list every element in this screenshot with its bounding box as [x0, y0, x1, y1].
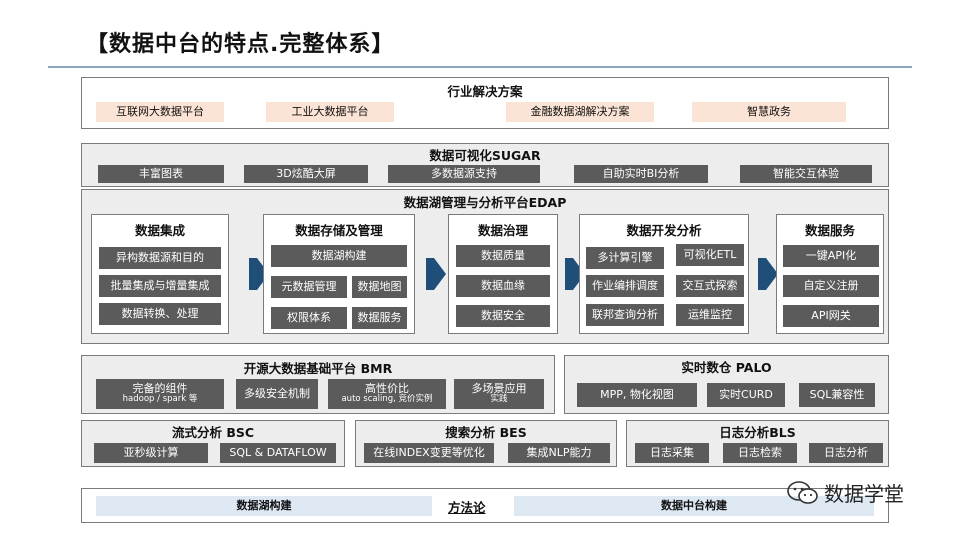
dev-item-federated[interactable]: 联邦查询分析 [586, 304, 664, 326]
dev-item-multi-engine[interactable]: 多计算引擎 [586, 247, 664, 269]
sugar-item-3d-screen[interactable]: 3D炫酷大屏 [244, 165, 368, 183]
sugar-item-bi[interactable]: 自助实时BI分析 [574, 165, 708, 183]
dev-item-monitoring[interactable]: 运维监控 [676, 304, 744, 326]
integration-item-transform[interactable]: 数据转换、处理 [99, 303, 221, 325]
palo-item-sql[interactable]: SQL兼容性 [799, 383, 875, 407]
bls-title: 日志分析BLS [719, 425, 796, 440]
sugar-item-multi-source[interactable]: 多数据源支持 [388, 165, 540, 183]
industry-item-finance[interactable]: 金融数据湖解决方案 [506, 102, 654, 122]
edap-integration-box: 数据集成 异构数据源和目的 批量集成与增量集成 数据转换、处理 [91, 214, 229, 334]
bes-item-index[interactable]: 在线INDEX变更等优化 [364, 443, 494, 463]
methodology-lake-build[interactable]: 数据湖构建 [96, 496, 432, 516]
governance-item-lineage[interactable]: 数据血缘 [456, 275, 550, 297]
bmr-item-cost-label: 高性价比 [365, 381, 409, 395]
methodology-midplatform-build[interactable]: 数据中台构建 [514, 496, 874, 516]
storage-item-permission[interactable]: 权限体系 [271, 307, 347, 329]
methodology-title: 方法论 [448, 500, 486, 515]
industry-item-industrial[interactable]: 工业大数据平台 [266, 102, 394, 122]
sugar-item-charts[interactable]: 丰富图表 [98, 165, 224, 183]
sugar-item-interaction[interactable]: 智能交互体验 [740, 165, 872, 183]
storage-item-lake-build[interactable]: 数据湖构建 [271, 245, 407, 267]
bes-title: 搜索分析 BES [445, 425, 527, 440]
sugar-title: 数据可视化SUGAR [429, 148, 541, 163]
bls-panel: 日志分析BLS 日志采集 日志检索 日志分析 [626, 420, 889, 467]
dev-item-scheduling[interactable]: 作业编排调度 [586, 275, 664, 297]
governance-item-quality[interactable]: 数据质量 [456, 245, 550, 267]
industry-item-government[interactable]: 智慧政务 [692, 102, 846, 122]
bls-item-search[interactable]: 日志检索 [723, 443, 797, 463]
edap-devanalysis-title: 数据开发分析 [626, 223, 702, 238]
methodology-panel: 数据湖构建 方法论 数据中台构建 [81, 488, 889, 523]
storage-item-data-map[interactable]: 数据地图 [352, 276, 407, 298]
bls-item-analysis[interactable]: 日志分析 [809, 443, 883, 463]
dev-item-visual-etl[interactable]: 可视化ETL [676, 244, 744, 266]
storage-item-data-service[interactable]: 数据服务 [352, 307, 407, 329]
industry-item-internet[interactable]: 互联网大数据平台 [96, 102, 224, 122]
bmr-item-components[interactable]: 完备的组件 hadoop / spark 等 [96, 379, 224, 409]
service-item-custom-register[interactable]: 自定义注册 [783, 275, 879, 297]
service-item-api-gateway[interactable]: API网关 [783, 305, 879, 327]
edap-service-title: 数据服务 [804, 223, 855, 238]
palo-panel: 实时数仓 PALO MPP, 物化视图 实时CURD SQL兼容性 [564, 355, 889, 414]
integration-item-heterogeneous[interactable]: 异构数据源和目的 [99, 247, 221, 269]
edap-integration-title: 数据集成 [134, 223, 185, 238]
bes-panel: 搜索分析 BES 在线INDEX变更等优化 集成NLP能力 [355, 420, 617, 467]
edap-devanalysis-box: 数据开发分析 多计算引擎 可视化ETL 作业编排调度 交互式探索 联邦查询分析 … [579, 214, 749, 334]
bmr-item-cost-sub: auto scaling, 竞价实例 [341, 394, 433, 405]
edap-service-box: 数据服务 一键API化 自定义注册 API网关 [776, 214, 884, 334]
chevron-right-icon [426, 258, 446, 290]
bsc-title: 流式分析 BSC [171, 425, 255, 440]
bmr-title: 开源大数据基础平台 BMR [243, 361, 393, 376]
bes-item-nlp[interactable]: 集成NLP能力 [508, 443, 610, 463]
watermark: 数据学堂 [786, 478, 904, 507]
bmr-item-security[interactable]: 多级安全机制 [236, 379, 318, 409]
edap-storage-box: 数据存储及管理 数据湖构建 元数据管理 数据地图 权限体系 数据服务 [263, 214, 415, 334]
edap-storage-title: 数据存储及管理 [295, 223, 383, 238]
industry-solutions-title: 行业解决方案 [447, 84, 523, 99]
bsc-panel: 流式分析 BSC 亚秒级计算 SQL & DATAFLOW [81, 420, 345, 467]
palo-item-mpp[interactable]: MPP, 物化视图 [577, 383, 697, 407]
page-title: 【数据中台的特点.完整体系】 [86, 32, 395, 57]
title-divider [48, 66, 912, 68]
bmr-item-components-label: 完备的组件 [132, 381, 188, 395]
palo-title: 实时数仓 PALO [681, 360, 772, 375]
palo-item-curd[interactable]: 实时CURD [707, 383, 785, 407]
watermark-text: 数据学堂 [824, 482, 904, 506]
service-item-one-click-api[interactable]: 一键API化 [783, 245, 879, 267]
bmr-item-scenarios-label: 多场景应用 [471, 381, 527, 395]
bmr-panel: 开源大数据基础平台 BMR 完备的组件 hadoop / spark 等 多级安… [81, 355, 555, 414]
edap-governance-box: 数据治理 数据质量 数据血缘 数据安全 [448, 214, 558, 334]
wechat-icon [786, 480, 820, 506]
governance-item-security[interactable]: 数据安全 [456, 305, 550, 327]
edap-title: 数据湖管理与分析平台EDAP [403, 195, 567, 210]
integration-item-batch[interactable]: 批量集成与增量集成 [99, 275, 221, 297]
bmr-item-scenarios[interactable]: 多场景应用 实践 [454, 379, 544, 409]
storage-item-metadata[interactable]: 元数据管理 [271, 276, 347, 298]
industry-solutions-panel: 行业解决方案 互联网大数据平台 工业大数据平台 金融数据湖解决方案 智慧政务 [81, 77, 889, 129]
sugar-panel: 数据可视化SUGAR 丰富图表 3D炫酷大屏 多数据源支持 自助实时BI分析 智… [81, 143, 889, 187]
bmr-item-scenarios-sub: 实践 [490, 394, 508, 405]
chevron-right-icon [758, 258, 778, 290]
edap-governance-title: 数据治理 [477, 223, 528, 238]
edap-panel: 数据湖管理与分析平台EDAP 数据集成 异构数据源和目的 批量集成与增量集成 数… [81, 189, 889, 344]
bsc-item-subsecond[interactable]: 亚秒级计算 [94, 443, 208, 463]
bls-item-collect[interactable]: 日志采集 [635, 443, 709, 463]
dev-item-interactive[interactable]: 交互式探索 [676, 275, 744, 297]
bmr-item-cost[interactable]: 高性价比 auto scaling, 竞价实例 [328, 379, 446, 409]
bsc-item-sql-dataflow[interactable]: SQL & DATAFLOW [220, 443, 336, 463]
bmr-item-components-sub: hadoop / spark 等 [122, 394, 198, 405]
